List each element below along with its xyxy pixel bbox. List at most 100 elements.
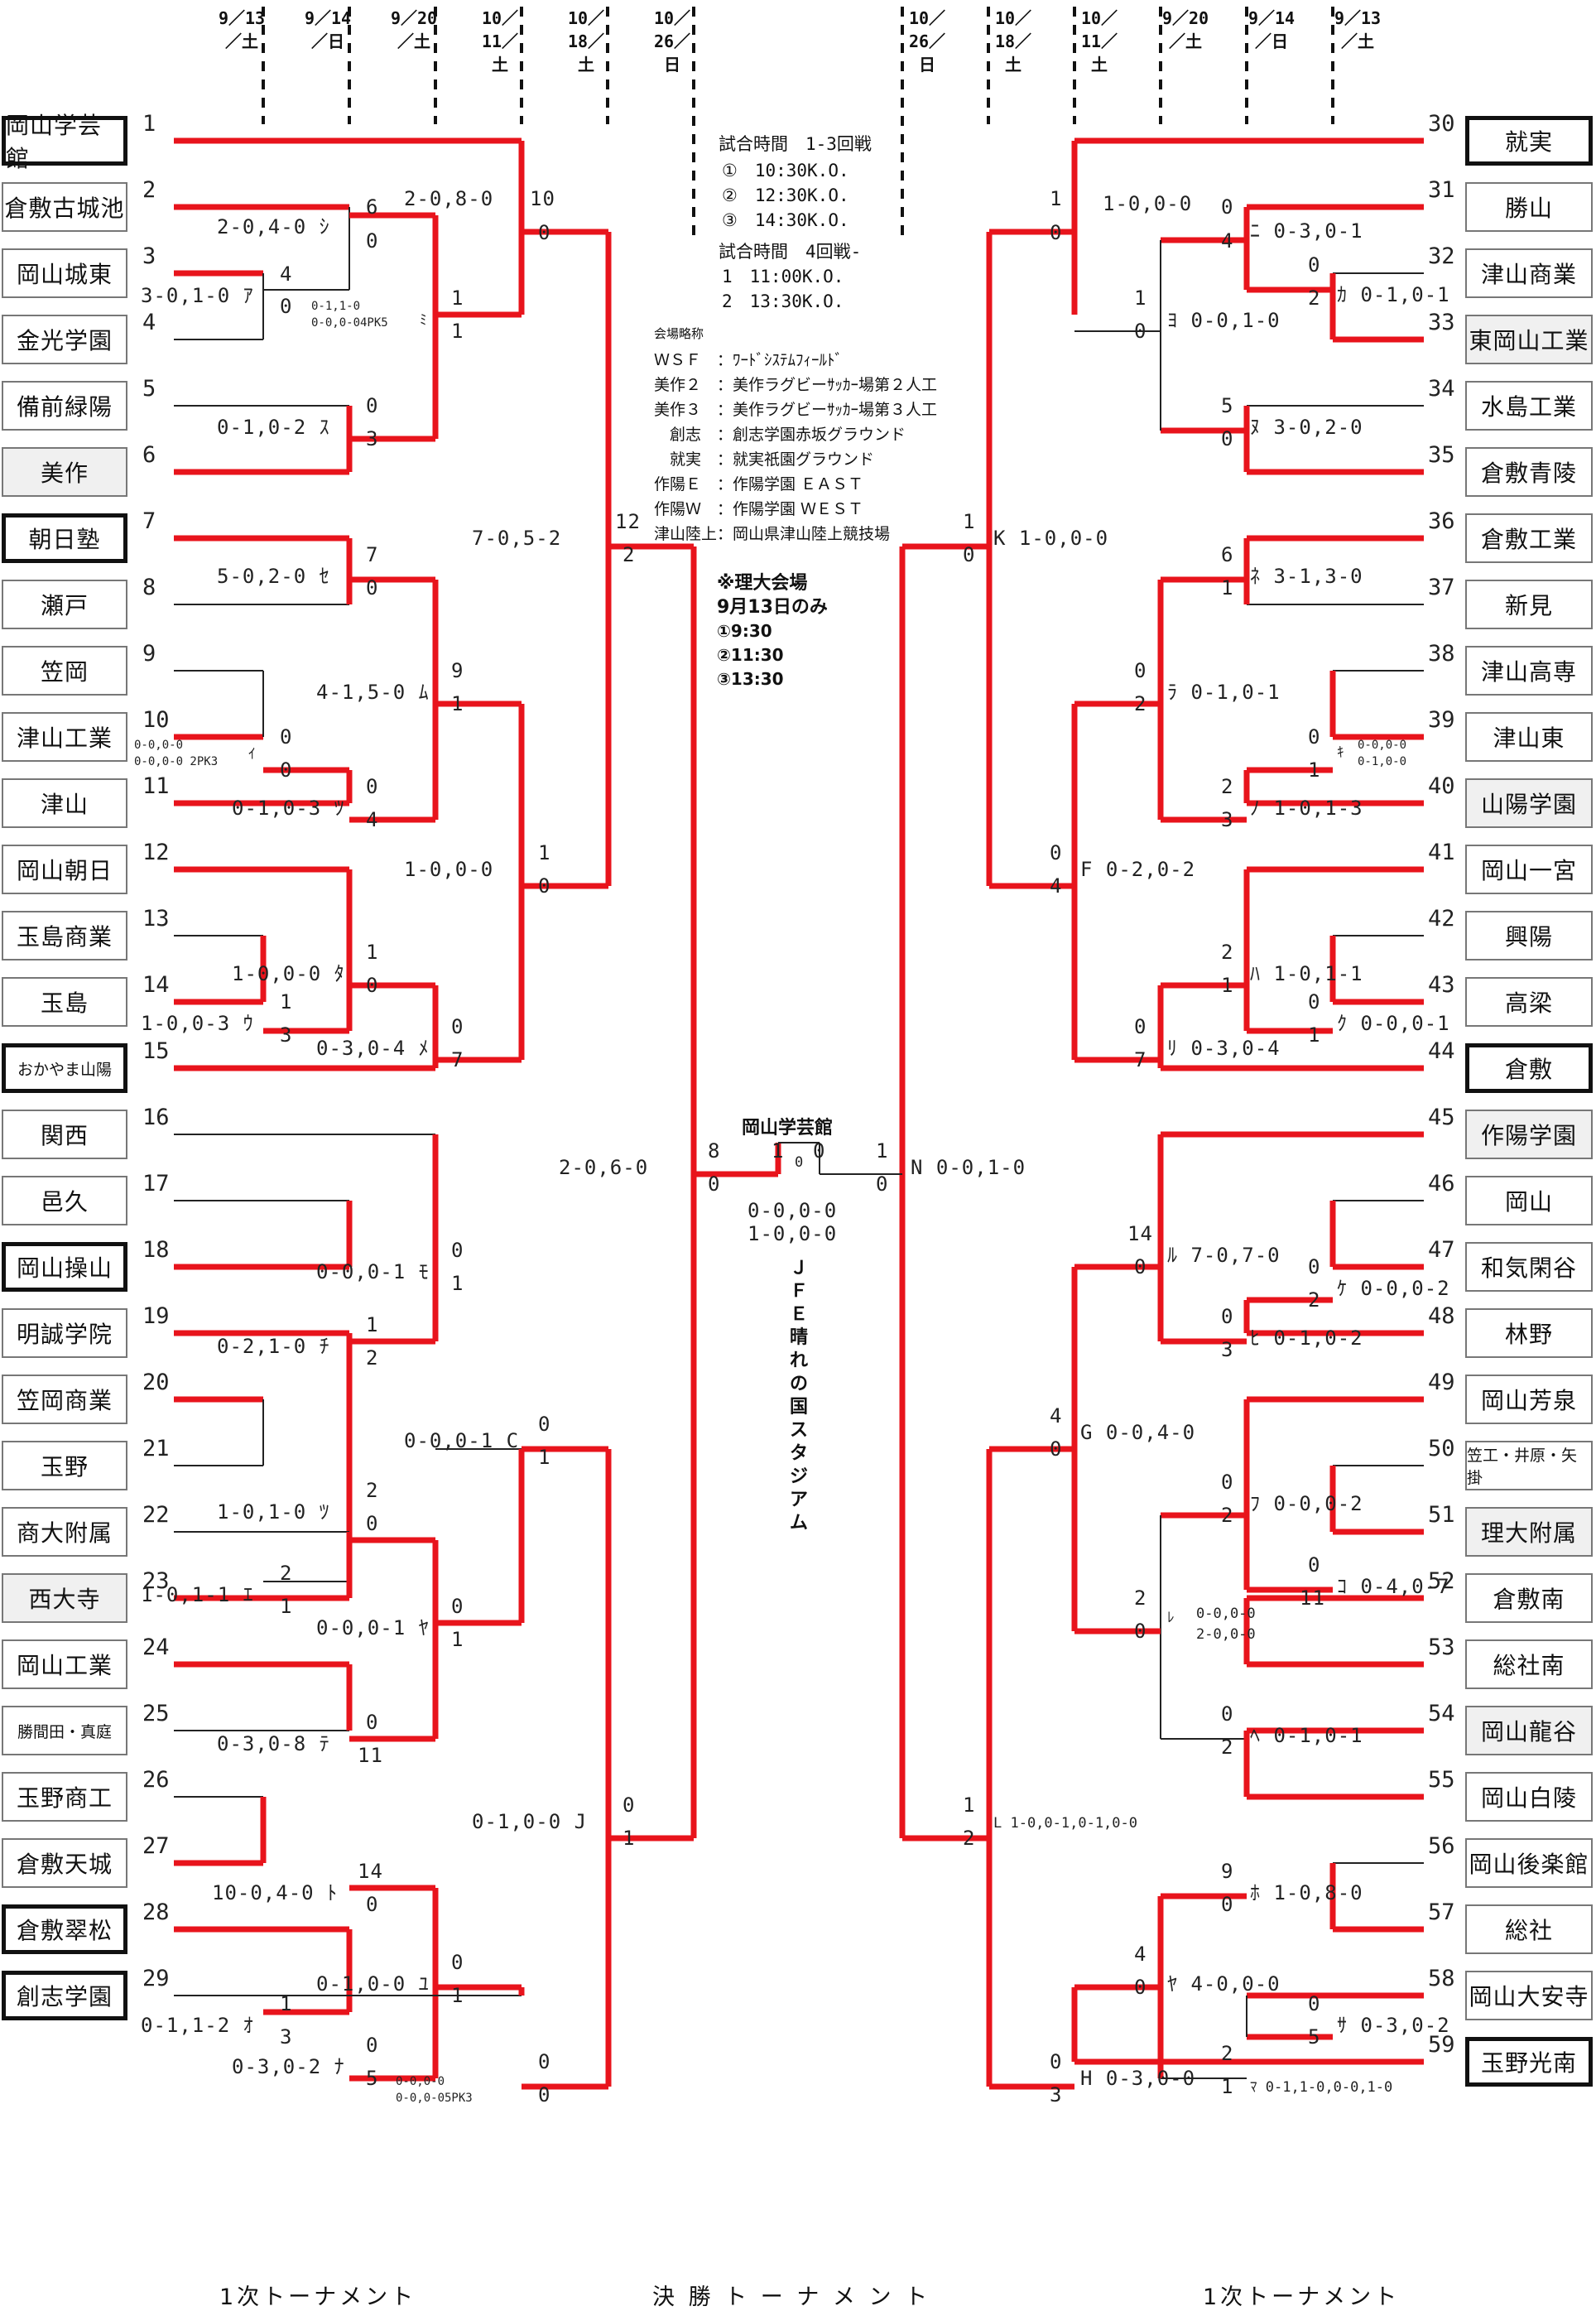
score-label: 0-1,0-3 ﾂ xyxy=(232,797,345,820)
team-box-5: 備前緑陽 xyxy=(2,381,127,431)
score-label: 1 xyxy=(1050,187,1063,210)
team-box-1: 岡山学芸館 xyxy=(2,112,127,172)
score-label: 1-0,0-0 ﾀ xyxy=(232,962,345,985)
score-label: 1 xyxy=(963,1793,976,1817)
note-line: ③13:30 xyxy=(717,669,784,689)
team-box-22: 商大附属 xyxy=(2,1507,127,1557)
score-label: 0-0,0-05PK3 xyxy=(396,2092,473,2105)
team-number: 14 xyxy=(142,972,170,998)
team-box-4: 金光学園 xyxy=(2,315,127,364)
score-label: 5-0,2-0 ｾ xyxy=(217,565,330,588)
team-number: 12 xyxy=(142,840,170,865)
team-number: 21 xyxy=(142,1436,170,1461)
score-label: 0 xyxy=(1308,725,1321,749)
team-number: 56 xyxy=(1428,1833,1455,1859)
venue-title: 会場略称 xyxy=(654,326,704,341)
score-label: 0-0,0-0 xyxy=(1196,1606,1256,1622)
team-box-57: 総社 xyxy=(1465,1904,1593,1954)
team-box-48: 林野 xyxy=(1465,1308,1593,1358)
score-label: 1 xyxy=(963,510,976,533)
team-number: 40 xyxy=(1428,773,1455,799)
stadium-char: Ｊ xyxy=(789,1258,808,1278)
team-number: 59 xyxy=(1428,2032,1455,2058)
score-label: 2 xyxy=(1308,1288,1321,1312)
score-label: 0 xyxy=(963,543,976,566)
team-box-27: 倉敷天城 xyxy=(2,1838,127,1888)
rika-venue-note: ※理大会場 9月13日のみ ①9:30 ②11:30 ③13:30 xyxy=(717,571,828,691)
score-label: 0 xyxy=(813,1139,826,1163)
score-label: 3 xyxy=(1050,2083,1063,2106)
score-label: 0 xyxy=(1134,1015,1147,1038)
score-label: 2 xyxy=(1134,1586,1147,1610)
team-number: 50 xyxy=(1428,1436,1455,1461)
score-label: ﾎ 1-0,8-0 xyxy=(1250,1881,1363,1904)
team-box-46: 岡山 xyxy=(1465,1176,1593,1225)
score-label: 1-0,1-1 ｴ xyxy=(141,1583,254,1606)
score-label: 1 xyxy=(1308,758,1321,782)
team-number: 57 xyxy=(1428,1899,1455,1925)
score-label: F 0-2,0-2 xyxy=(1080,858,1196,881)
team-number: 15 xyxy=(142,1038,170,1064)
team-number: 6 xyxy=(142,442,156,468)
team-number: 43 xyxy=(1428,972,1455,998)
score-label: 1-0,0-0 xyxy=(1103,192,1193,215)
score-label: ﾐ xyxy=(420,312,427,329)
score-label: ﾏ 0-1,1-0,0-0,1-0 xyxy=(1250,2079,1393,2096)
team-box-8: 瀬戸 xyxy=(2,580,127,629)
stadium-char: ス xyxy=(789,1420,808,1441)
score-label: 3-0,1-0 ｱ xyxy=(141,284,254,307)
team-box-28: 倉敷翠松 xyxy=(2,1904,127,1954)
venue-item: 就実 ：就実祇園グラウンド xyxy=(654,450,875,469)
team-number: 39 xyxy=(1428,707,1455,733)
team-box-26: 玉野商工 xyxy=(2,1772,127,1822)
team-number: 20 xyxy=(142,1370,170,1395)
score-label: 0-1,0-0 ﾕ xyxy=(316,1972,430,1996)
score-label: H 0-3,0-0 xyxy=(1080,2067,1196,2090)
team-box-40: 山陽学園 xyxy=(1465,778,1593,828)
score-label: 0-3,0-8 ﾃ xyxy=(217,1732,330,1755)
team-box-31: 勝山 xyxy=(1465,182,1593,232)
team-number: 29 xyxy=(142,1966,170,1991)
score-label: 1 xyxy=(451,692,464,715)
team-box-16: 関西 xyxy=(2,1110,127,1159)
score-label: 9 xyxy=(1221,1860,1234,1883)
score-label: 2-0,6-0 xyxy=(559,1156,649,1179)
team-number: 11 xyxy=(142,773,170,799)
score-label: 9 xyxy=(451,659,464,682)
venue-item: 作陽Ｗ ：作陽学園 ＷＥＳＴ xyxy=(654,500,864,518)
score-label: 1-0,0-0 xyxy=(404,858,494,881)
score-label: 1 xyxy=(1134,286,1147,310)
score-label: 2 xyxy=(280,1562,293,1585)
score-label: 4-1,5-0 ﾑ xyxy=(316,681,430,704)
team-number: 32 xyxy=(1428,243,1455,269)
date-label: 10／26／日 xyxy=(653,8,691,75)
score-label: 0-3,0-2 ﾅ xyxy=(232,2055,345,2078)
score-label: 0 xyxy=(1308,1553,1321,1577)
team-number: 52 xyxy=(1428,1568,1455,1594)
team-box-15: おかやま山陽 xyxy=(2,1043,127,1093)
stadium-char: 晴 xyxy=(789,1327,808,1348)
score-label: 0 xyxy=(280,758,293,782)
score-label: 0-1,0-2 ｽ xyxy=(217,416,330,439)
final-score: 1-0,0-0 xyxy=(748,1222,838,1245)
score-label: 7 xyxy=(366,543,379,566)
team-number: 55 xyxy=(1428,1767,1455,1793)
score-label: ｺ 0-4,0-7 xyxy=(1337,1575,1450,1598)
score-label: 0-0,0-1 C xyxy=(404,1429,520,1452)
score-label: 0 xyxy=(366,2034,379,2057)
score-label: 0 xyxy=(1050,841,1063,864)
schedule-time: 2 13:30K.O. xyxy=(722,291,844,311)
team-box-14: 玉島 xyxy=(2,977,127,1027)
score-label: ﾗ 0-1,0-1 xyxy=(1167,681,1281,704)
score-label: 1 xyxy=(280,1992,293,2015)
score-label: 1 xyxy=(772,1139,785,1163)
score-label: 0 xyxy=(451,1015,464,1038)
score-label: 0-1,0-0 J xyxy=(472,1810,588,1833)
champion-name: 岡山学芸館 xyxy=(742,1118,834,1139)
team-number: 45 xyxy=(1428,1105,1455,1130)
schedule-title: 試合時間 4回戦- xyxy=(719,242,862,262)
stadium-char: 国 xyxy=(789,1397,808,1418)
score-label: 0 xyxy=(876,1172,889,1196)
score-label: 0 xyxy=(366,974,379,997)
score-label: 4 xyxy=(1221,229,1234,253)
